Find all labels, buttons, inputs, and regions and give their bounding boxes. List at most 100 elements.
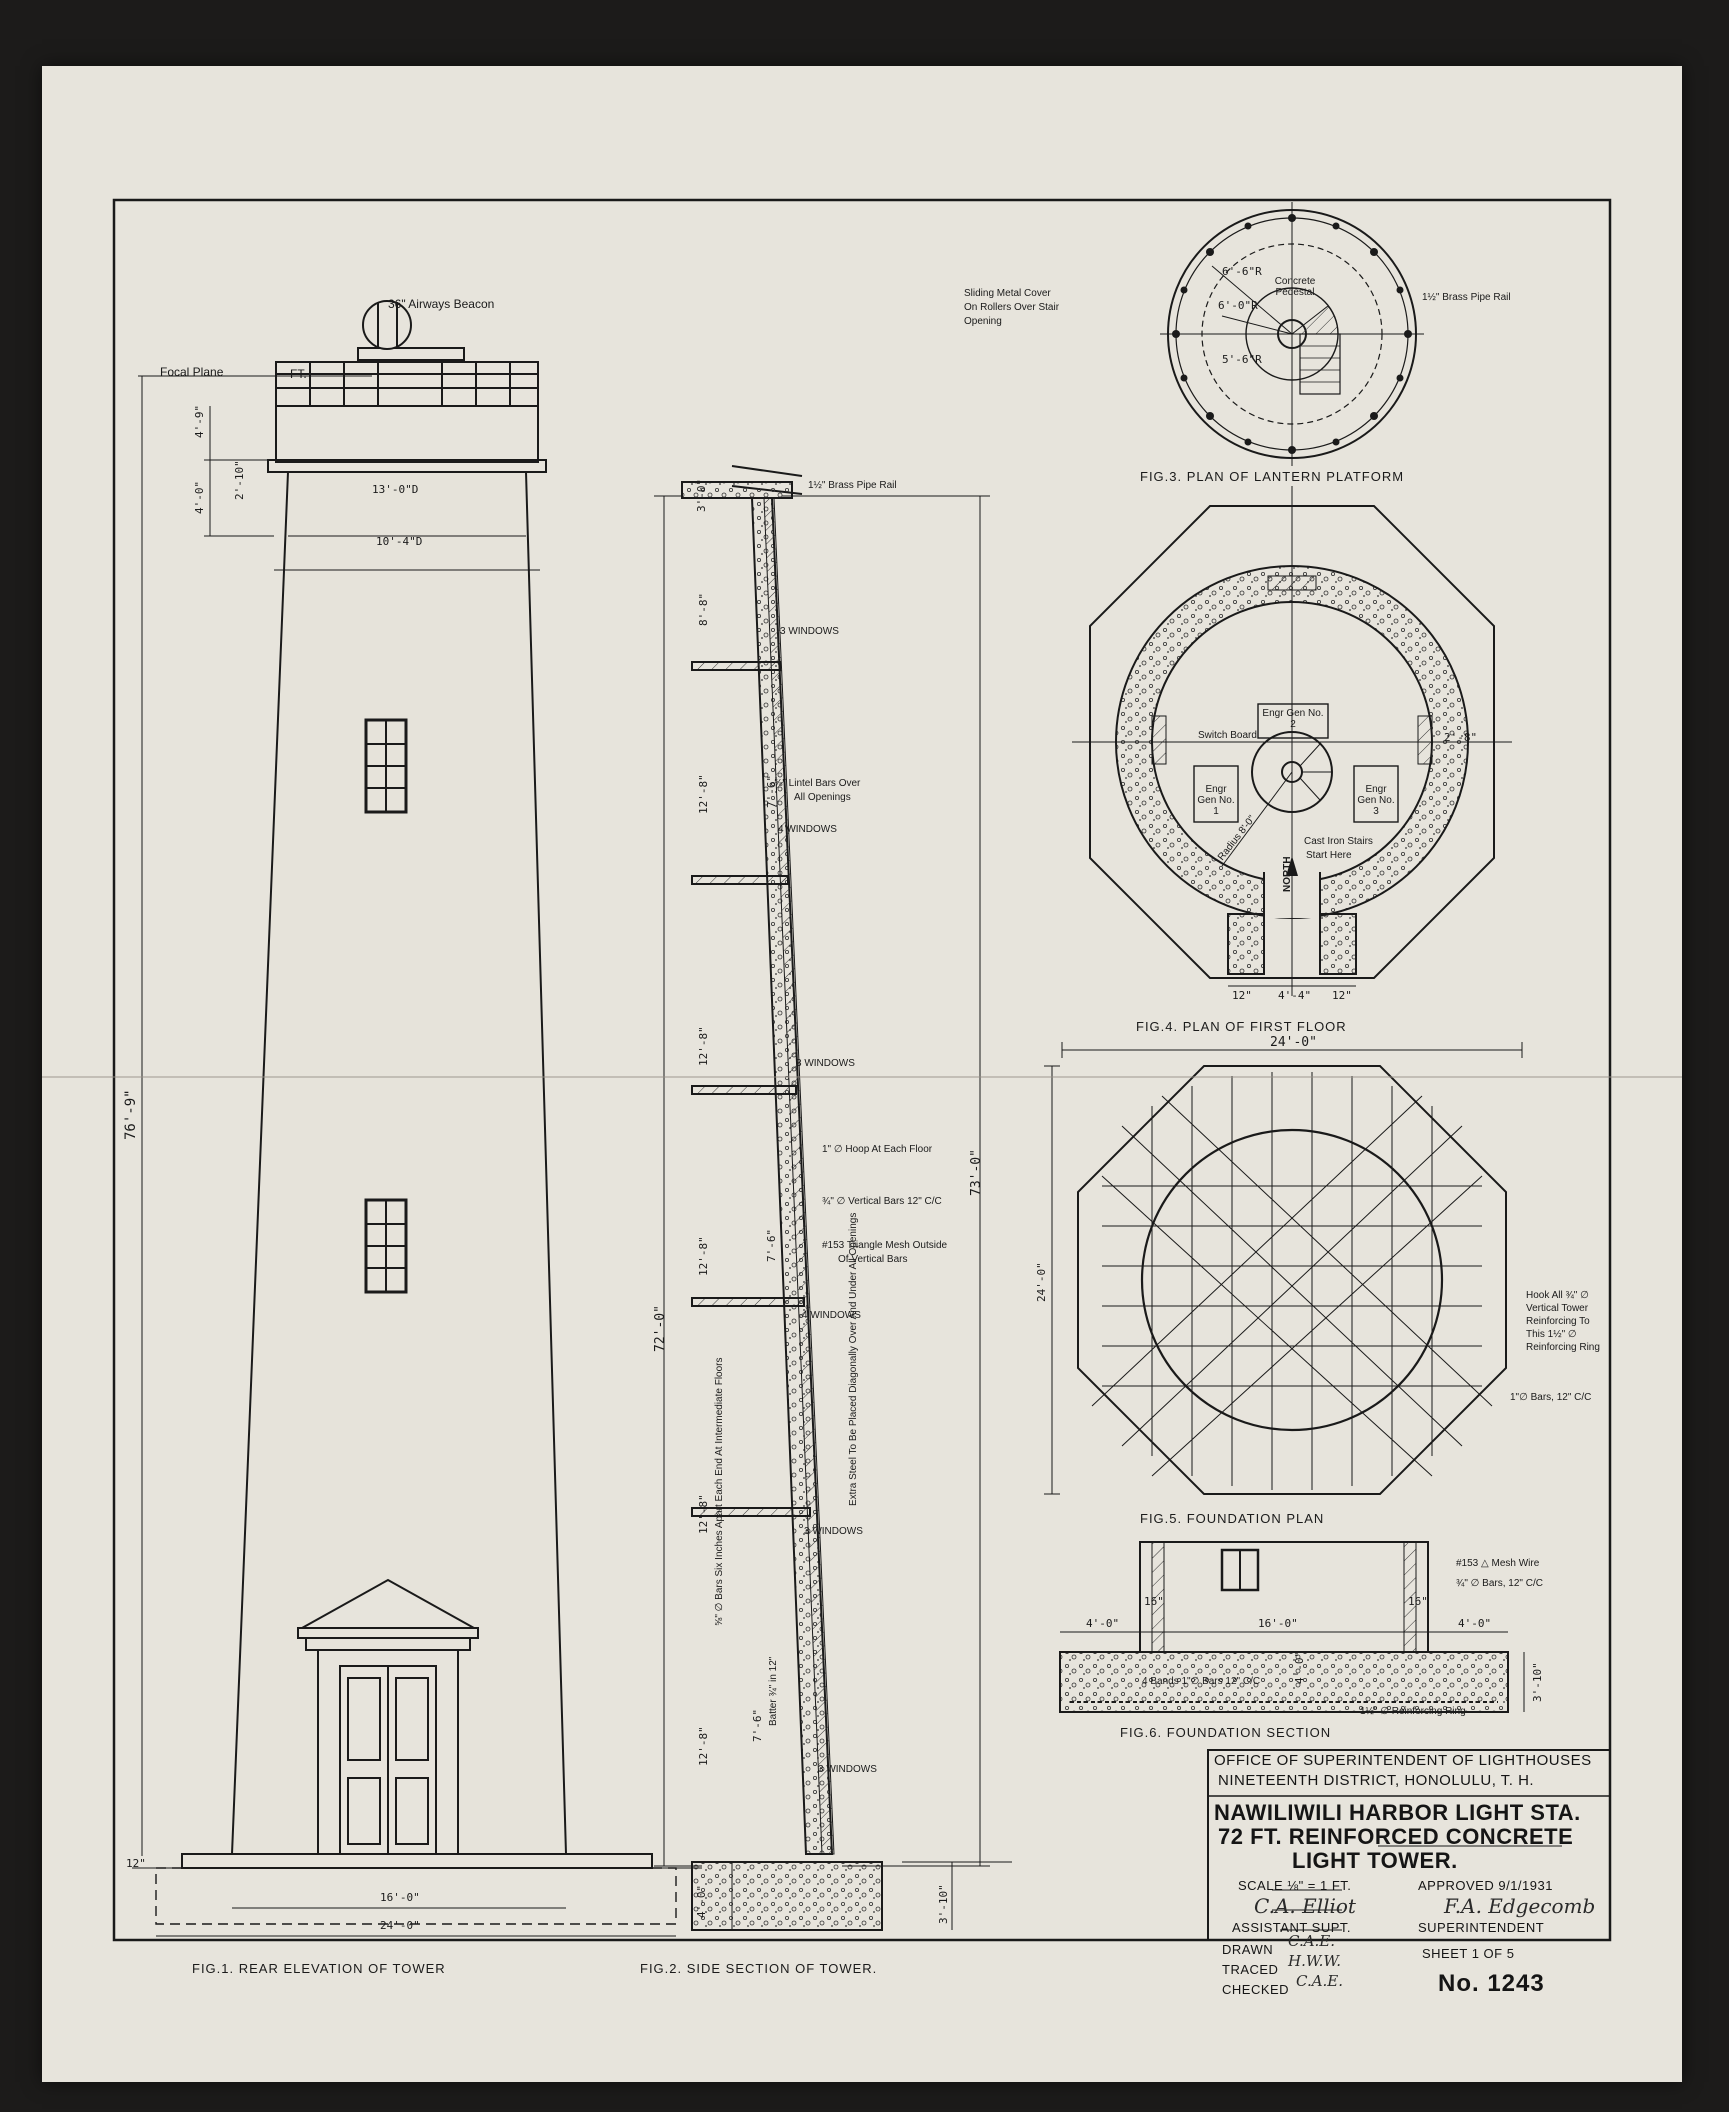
cover-note-3: Opening — [964, 316, 1002, 327]
lantern-railing — [275, 361, 539, 407]
signature-superintendent: F.A. Edgecomb — [1444, 1894, 1596, 1918]
section-windows-4a: 4 WINDOWS — [778, 824, 837, 835]
section-dim-1: 8'-8" — [697, 592, 710, 626]
lantern-radius-2: 6'-0"R — [1218, 299, 1258, 312]
pedestal-label: Concrete Pedestal — [1274, 276, 1316, 298]
stairs-note-2: Start Here — [1306, 850, 1352, 861]
office-line-2: NINETEENTH DISTRICT, HONOLULU, T. H. — [1218, 1772, 1535, 1789]
section-brass-rail: 1½" Brass Pipe Rail — [808, 480, 897, 491]
foundation-bars-note: 1"∅ Bars, 12" C/C — [1510, 1392, 1592, 1403]
dim-cornice-inner: 2'-10" — [233, 460, 246, 500]
hook-note-4: This 1½" ∅ — [1526, 1329, 1577, 1340]
section-mesh-note-1: #153 Triangle Mesh Outside — [822, 1240, 948, 1251]
office-line-1: OFFICE OF SUPERINTENDENT OF LIGHTHOUSES — [1214, 1752, 1592, 1769]
drawing-border — [112, 198, 1612, 1942]
checked-label: CHECKED — [1222, 1982, 1290, 1997]
sheet-label: SHEET 1 OF 5 — [1422, 1946, 1515, 1961]
tower-footing — [181, 1853, 653, 1869]
section-hoop-note: 1" ∅ Hoop At Each Floor — [822, 1144, 933, 1155]
fsec-mesh-note: #153 △ Mesh Wire — [1456, 1558, 1540, 1569]
engine-gen-3-label: Engr Gen No. 3 — [1357, 784, 1395, 817]
tower-shaft — [230, 471, 568, 1855]
switch-board-label: Switch Board — [1198, 730, 1257, 741]
dim-base-dia: 16'-0" — [380, 1891, 420, 1904]
engine-gen-2-label: Engr Gen No. 2 — [1262, 708, 1324, 730]
drawn-by: C.A.E. — [1288, 1932, 1336, 1950]
drawn-label: DRAWN — [1222, 1942, 1274, 1957]
dim-top: 4'-9" — [193, 404, 206, 438]
section-dim-footing-depth: 3'-10" — [937, 1884, 950, 1924]
section-vertical-bars-note: ¾" ∅ Vertical Bars 12" C/C — [822, 1196, 942, 1207]
dim-top-dia: 10'-4"D — [376, 535, 423, 548]
engine-gen-1-label: Engr Gen No. 1 — [1197, 784, 1235, 817]
dim-total-height: 76'-9" — [123, 1089, 139, 1140]
fsec-ring-note: 1½" ∅ Reinforcing Ring — [1360, 1706, 1466, 1717]
lantern-brass-rail: 1½" Brass Pipe Rail — [1422, 292, 1511, 303]
fsec-dim-center: 16'-0" — [1258, 1617, 1298, 1630]
fig5-caption: FIG.5. FOUNDATION PLAN — [1140, 1511, 1325, 1526]
section-dim-base: 4'-0" — [695, 1884, 708, 1918]
floor-octagon — [1089, 505, 1495, 979]
section-dim-3: 12'-8" — [697, 1026, 710, 1066]
asst-supt-label: ASSISTANT SUPT. — [1232, 1920, 1351, 1935]
stairs-note-1: Cast Iron Stairs — [1304, 836, 1373, 847]
cover-note-2: On Rollers Over Stair — [964, 302, 1060, 313]
section-dim-7-6-c: 7'-6" — [751, 1708, 764, 1742]
reinforcing-ring — [1140, 1128, 1444, 1432]
section-dim-6: 12'-8" — [697, 1726, 710, 1766]
floor-dim-window: 2'-8" — [1444, 731, 1478, 744]
lantern-radius-1: 6'-6"R — [1222, 265, 1262, 278]
section-dim-2: 12'-8" — [697, 774, 710, 814]
section-mesh-note-2: Of Vertical Bars — [838, 1254, 908, 1265]
fsec-dim-footing: 3'-10" — [1531, 1662, 1544, 1702]
dim-footing: 24'-0" — [380, 1919, 420, 1932]
hook-note-3: Reinforcing To — [1526, 1316, 1590, 1327]
engine-gen-1 — [1193, 765, 1239, 823]
focal-plane-unit: FT. — [290, 367, 307, 381]
approved-label: APPROVED 9/1/1931 — [1418, 1878, 1553, 1893]
superintendent-label: SUPERINTENDENT — [1418, 1920, 1545, 1935]
fig2-caption: FIG.2. SIDE SECTION OF TOWER. — [640, 1961, 878, 1976]
fsec-dim-depth: 4'-0" — [1293, 1650, 1306, 1684]
fsec-dim-wall-r: 16" — [1408, 1595, 1428, 1608]
hook-note-5: Reinforcing Ring — [1526, 1342, 1600, 1353]
section-dim-7-6-b: 7'-6" — [765, 1228, 778, 1262]
lantern-radius-3: 5'-6"R — [1222, 353, 1262, 366]
section-lintel-note-2: All Openings — [794, 792, 851, 803]
drawing-linework — [112, 198, 1612, 1942]
fsec-dim-right: 4'-0" — [1458, 1617, 1492, 1630]
fig4-caption: FIG.4. PLAN OF FIRST FLOOR — [1136, 1019, 1347, 1034]
fsec-dim-left: 4'-0" — [1086, 1617, 1120, 1630]
engine-gen-3 — [1353, 765, 1399, 823]
section-dim-72: 72'-0" — [653, 1305, 668, 1352]
fsec-bands-note: 4 Bands 1"∅ Bars 12" C/C — [1142, 1676, 1261, 1687]
window-west — [1151, 715, 1167, 765]
section-dim-rail: 3'-0" — [695, 478, 708, 512]
section-extra-steel-note: Extra Steel To Be Placed Diagonally Over… — [848, 1212, 859, 1506]
fig4-first-floor-plan — [1061, 486, 1523, 1058]
foundation-octagon — [1077, 1065, 1507, 1495]
traced-by: H.W.W. — [1288, 1952, 1341, 1970]
dim-platform-dia: 13'-0"D — [372, 483, 419, 496]
engine-gen-2 — [1257, 703, 1329, 739]
fig3-lantern-plan — [1160, 202, 1424, 466]
floor-dim-12-left: 12" — [1232, 989, 1252, 1002]
section-windows-3d: 3 WINDOWS — [818, 1764, 877, 1775]
dim-grade: 12" — [126, 1857, 146, 1870]
fig6-foundation-section — [1059, 1541, 1525, 1713]
drawing-number: No. 1243 — [1438, 1970, 1545, 1997]
section-windows-4b: 4 WINDOWS — [802, 1310, 861, 1321]
floor-dim-12-right: 12" — [1332, 989, 1352, 1002]
beacon-label: 36" Airways Beacon — [388, 297, 495, 311]
checked-by: C.A.E. — [1296, 1972, 1344, 1990]
window-east — [1417, 715, 1433, 765]
fig5-foundation-plan — [1044, 1065, 1507, 1495]
fig3-caption: FIG.3. PLAN OF LANTERN PLATFORM — [1140, 469, 1405, 484]
traced-label: TRACED — [1222, 1962, 1279, 1977]
fsec-dim-wall-l: 16" — [1144, 1595, 1164, 1608]
floor-dim-door: 4'-4" — [1278, 989, 1312, 1002]
floor-dim-overall: 24'-0" — [1270, 1035, 1317, 1050]
cover-note-1: Sliding Metal Cover — [964, 288, 1051, 299]
scale-label: SCALE ⅛" = 1 FT. — [1238, 1878, 1352, 1893]
section-dim-73: 73'-0" — [969, 1149, 984, 1196]
